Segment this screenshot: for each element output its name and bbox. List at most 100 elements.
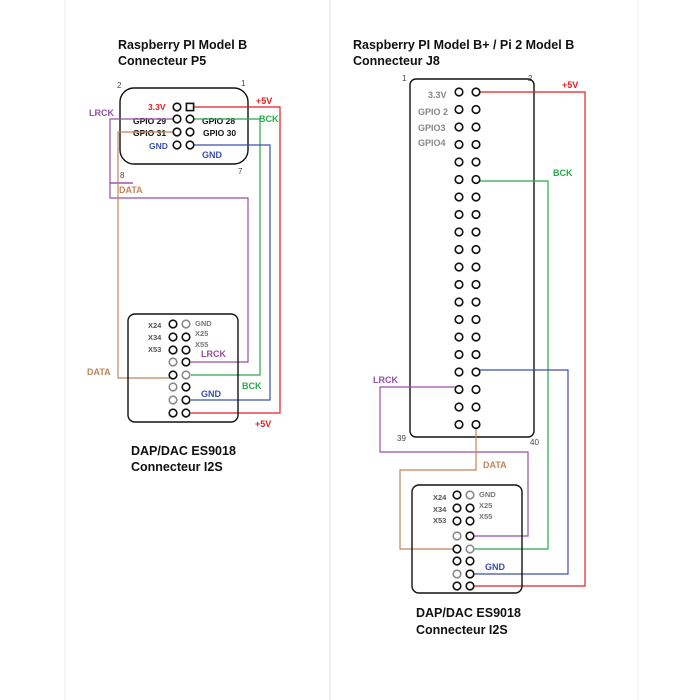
j8-pin-10 xyxy=(471,157,481,167)
dac-left-pin-l6 xyxy=(168,382,178,392)
j8-pin-34 xyxy=(471,367,481,377)
p5-pin-label-gpio31: GPIO 31 xyxy=(133,128,166,138)
dac-right-pin-r8 xyxy=(465,581,475,591)
wire-label-lrck-dac: LRCK xyxy=(201,349,226,359)
wire-label-lrck-right: LRCK xyxy=(373,375,398,385)
dac-right-label-x55: X55 xyxy=(479,512,492,521)
j8-pin-label-gpio3: GPIO3 xyxy=(418,123,446,133)
j8-pin-2 xyxy=(471,87,481,97)
wire-data-left xyxy=(117,131,177,379)
dac-right-pin-r5 xyxy=(465,544,475,554)
p5-pin-6 xyxy=(172,127,182,137)
j8-pin-label-gpio4: GPIO4 xyxy=(418,138,446,148)
j8-pin-9 xyxy=(454,157,464,167)
dac-right-pin-r2 xyxy=(465,503,475,513)
p5-pin-2 xyxy=(172,102,182,112)
p5-pin-7 xyxy=(185,140,195,150)
j8-pin-30 xyxy=(471,332,481,342)
j8-pin-32 xyxy=(471,349,481,360)
wire-label-bck-top: BCK xyxy=(259,114,279,124)
wire-label-gnd-right: GND xyxy=(485,562,506,572)
dac-left-pin-r2 xyxy=(181,332,191,342)
dac-left-pin-r1 xyxy=(181,319,191,329)
wire-label-data-right: DATA xyxy=(483,460,507,470)
dac-right-pin-l4 xyxy=(452,531,462,541)
p5-pin-8 xyxy=(172,140,182,150)
wire-data-right xyxy=(399,424,477,550)
wire-label-data-dac: DATA xyxy=(87,367,111,377)
j8-pin-18 xyxy=(471,227,481,237)
p5-pin-corner-8: 8 xyxy=(120,171,125,180)
wire-lrck-right xyxy=(379,386,529,537)
wire-bck-right xyxy=(470,180,549,550)
j8-pin-23 xyxy=(454,279,464,290)
j8-pin-29 xyxy=(454,332,464,342)
dac-right-pin-l7 xyxy=(452,569,462,579)
p5-pin-corner-7: 7 xyxy=(238,167,243,176)
dac-left-label-x53: X53 xyxy=(148,345,161,354)
j8-pin-22 xyxy=(471,262,481,272)
wire-5v-left xyxy=(190,106,281,414)
dac-right-pin-l2 xyxy=(452,503,462,513)
j8-pin-20 xyxy=(471,244,481,255)
dac-right-pin-r4 xyxy=(465,531,475,541)
wire-gnd-left xyxy=(190,144,271,401)
dac-right-pin-l8 xyxy=(452,581,462,591)
dac-left-pin-r7 xyxy=(181,395,191,405)
j8-pin-corner-2: 2 xyxy=(528,74,533,83)
wire-label-5v-right: +5V xyxy=(562,80,578,90)
j8-pin-corner-40: 40 xyxy=(530,438,539,447)
j8-pin-21 xyxy=(454,262,464,272)
right-title-line1: Raspberry PI Model B+ / Pi 2 Model B xyxy=(353,38,574,52)
dac-right-pin-r7 xyxy=(465,569,475,579)
dac-connector-left xyxy=(127,313,239,423)
j8-pin-36 xyxy=(471,384,481,395)
right-wires xyxy=(379,91,586,587)
dac-left-pin-r5 xyxy=(181,370,191,380)
dac-left-pin-r6 xyxy=(181,382,191,392)
dac-left-pin-l2 xyxy=(168,332,178,342)
j8-pin-37 xyxy=(454,402,464,412)
dac-right-label-x53: X53 xyxy=(433,516,446,525)
dac-left-label-x55: X55 xyxy=(195,340,208,349)
dac-right-pin-r1 xyxy=(465,490,475,500)
dac-right-pin-l6 xyxy=(452,556,462,566)
dac-right-pin-r6 xyxy=(465,556,475,566)
p5-pin-4 xyxy=(172,114,182,124)
dac-left-pin-l4 xyxy=(168,357,178,367)
dac-left-label-x25: X25 xyxy=(195,329,208,338)
pin-markers xyxy=(168,87,481,591)
j8-pin-6 xyxy=(471,122,481,132)
p5-pin-corner-1: 1 xyxy=(241,79,246,88)
dac-right-pin-r3 xyxy=(465,516,475,526)
wire-gnd-right xyxy=(470,369,569,575)
p5-pin-label-gpio29: GPIO 29 xyxy=(133,116,166,126)
p5-pin-corner-2: 2 xyxy=(117,81,122,90)
j8-pin-35 xyxy=(454,384,464,395)
p5-pin-3 xyxy=(185,114,195,124)
j8-pin-14 xyxy=(471,192,481,202)
j8-pin-40 xyxy=(471,419,481,430)
dac-left-label-x34: X34 xyxy=(148,333,162,342)
dac-right-label-x34: X34 xyxy=(433,505,447,514)
dac-right-label-x24: X24 xyxy=(433,493,447,502)
j8-pin-31 xyxy=(454,349,464,360)
wire-label-data-top: DATA xyxy=(119,185,143,195)
dac-left-label-gnd: GND xyxy=(195,319,212,328)
wire-label-5v-dac: +5V xyxy=(255,419,271,429)
j8-pin-1 xyxy=(454,87,464,97)
dac-right-title-line2: Connecteur I2S xyxy=(416,623,508,637)
j8-pin-13 xyxy=(454,192,464,202)
j8-pin-12 xyxy=(471,174,481,185)
wire-5v-right xyxy=(470,91,586,587)
p5-pin-label-gpio30: GPIO 30 xyxy=(203,128,236,138)
j8-pin-38 xyxy=(471,402,481,412)
j8-pin-8 xyxy=(471,139,481,150)
j8-pin-11 xyxy=(454,174,464,185)
p5-pin-label-gnd-left: GND xyxy=(149,141,168,151)
dac-left-pin-r4 xyxy=(181,357,191,367)
wire-label-bck-dac: BCK xyxy=(242,381,262,391)
dac-left-label-x24: X24 xyxy=(148,321,162,330)
j8-pin-24 xyxy=(471,279,481,290)
